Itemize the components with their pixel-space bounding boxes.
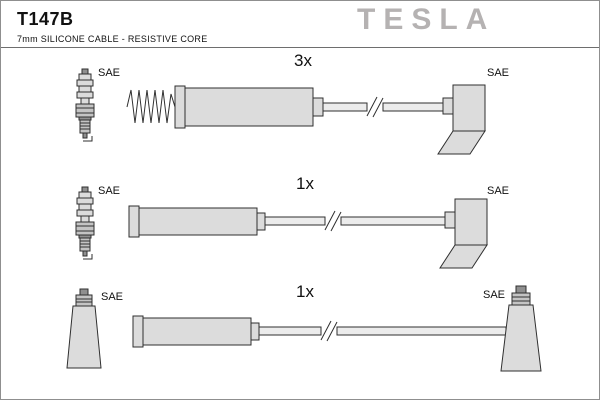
cone-boot-icon bbox=[500, 285, 542, 372]
cable bbox=[264, 216, 326, 226]
elbow-boot-icon bbox=[439, 198, 488, 269]
elbow-boot-icon bbox=[437, 84, 486, 155]
cable-boot bbox=[128, 205, 266, 238]
brand-logo: TESLA bbox=[357, 3, 496, 36]
qty-label-row2: 1x bbox=[296, 174, 314, 193]
sae-label-row3-right: SAE bbox=[483, 289, 506, 301]
cable bbox=[258, 326, 322, 336]
cable bbox=[382, 102, 444, 112]
sae-label-row3-left: SAE bbox=[101, 291, 124, 303]
cable bbox=[340, 216, 446, 226]
subtitle: 7mm SILICONE CABLE - RESISTIVE CORE bbox=[17, 34, 208, 44]
cable bbox=[322, 102, 368, 112]
qty-label-row3: 1x bbox=[296, 282, 314, 301]
cable-break-icon bbox=[320, 320, 338, 342]
qty-label-row1: 3x bbox=[294, 51, 312, 70]
cable bbox=[336, 326, 507, 336]
row-1 bbox=[75, 68, 486, 155]
spark-plug-icon bbox=[75, 68, 95, 142]
cable-break-icon bbox=[366, 96, 384, 118]
cable-break-icon bbox=[324, 210, 342, 232]
coil-spring-icon bbox=[126, 89, 176, 124]
sae-label-row2-left: SAE bbox=[98, 185, 121, 197]
cone-boot-icon bbox=[66, 288, 102, 369]
cable-boot bbox=[174, 85, 324, 129]
spark-plug-icon bbox=[75, 186, 95, 260]
header-divider bbox=[1, 47, 599, 48]
row-2 bbox=[75, 186, 488, 269]
sae-label-row2-right: SAE bbox=[487, 185, 510, 197]
row-3 bbox=[66, 285, 542, 372]
cable-boot bbox=[132, 315, 260, 348]
sae-label-row1-right: SAE bbox=[487, 67, 510, 79]
sae-label-row1-left: SAE bbox=[98, 67, 121, 79]
part-number: T147B bbox=[17, 9, 74, 29]
